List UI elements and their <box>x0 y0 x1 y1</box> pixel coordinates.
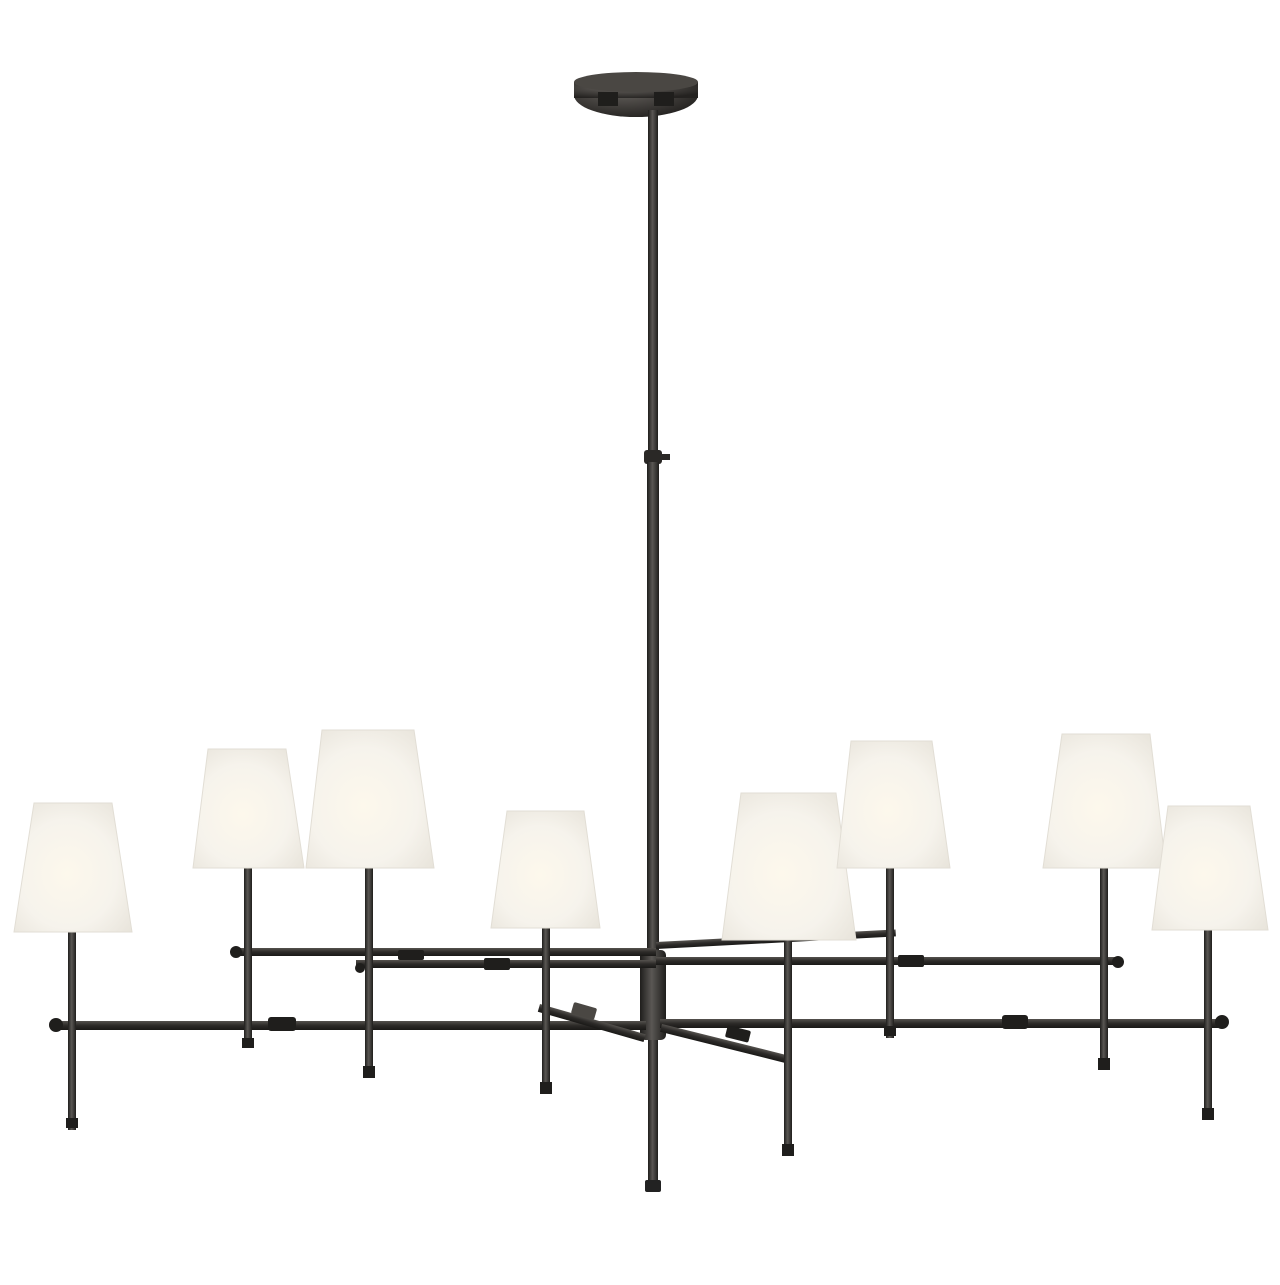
stem-finials <box>66 1026 1214 1156</box>
lamp-shade <box>1042 733 1167 869</box>
lamp-shade <box>192 748 305 869</box>
lamp-shade <box>490 810 601 929</box>
lamp-shade <box>1151 805 1269 931</box>
lamp-shades <box>13 729 1269 941</box>
candle-stems <box>68 868 1212 1155</box>
ceiling-canopy <box>574 72 698 117</box>
lamp-shade <box>721 792 857 941</box>
lower-arm-assembly <box>49 1002 1229 1064</box>
central-stem <box>640 110 670 1192</box>
lamp-shade <box>305 729 435 869</box>
lamp-shade <box>13 802 133 933</box>
upper-arm-assembly <box>230 929 1124 973</box>
lamp-shade <box>836 740 951 869</box>
